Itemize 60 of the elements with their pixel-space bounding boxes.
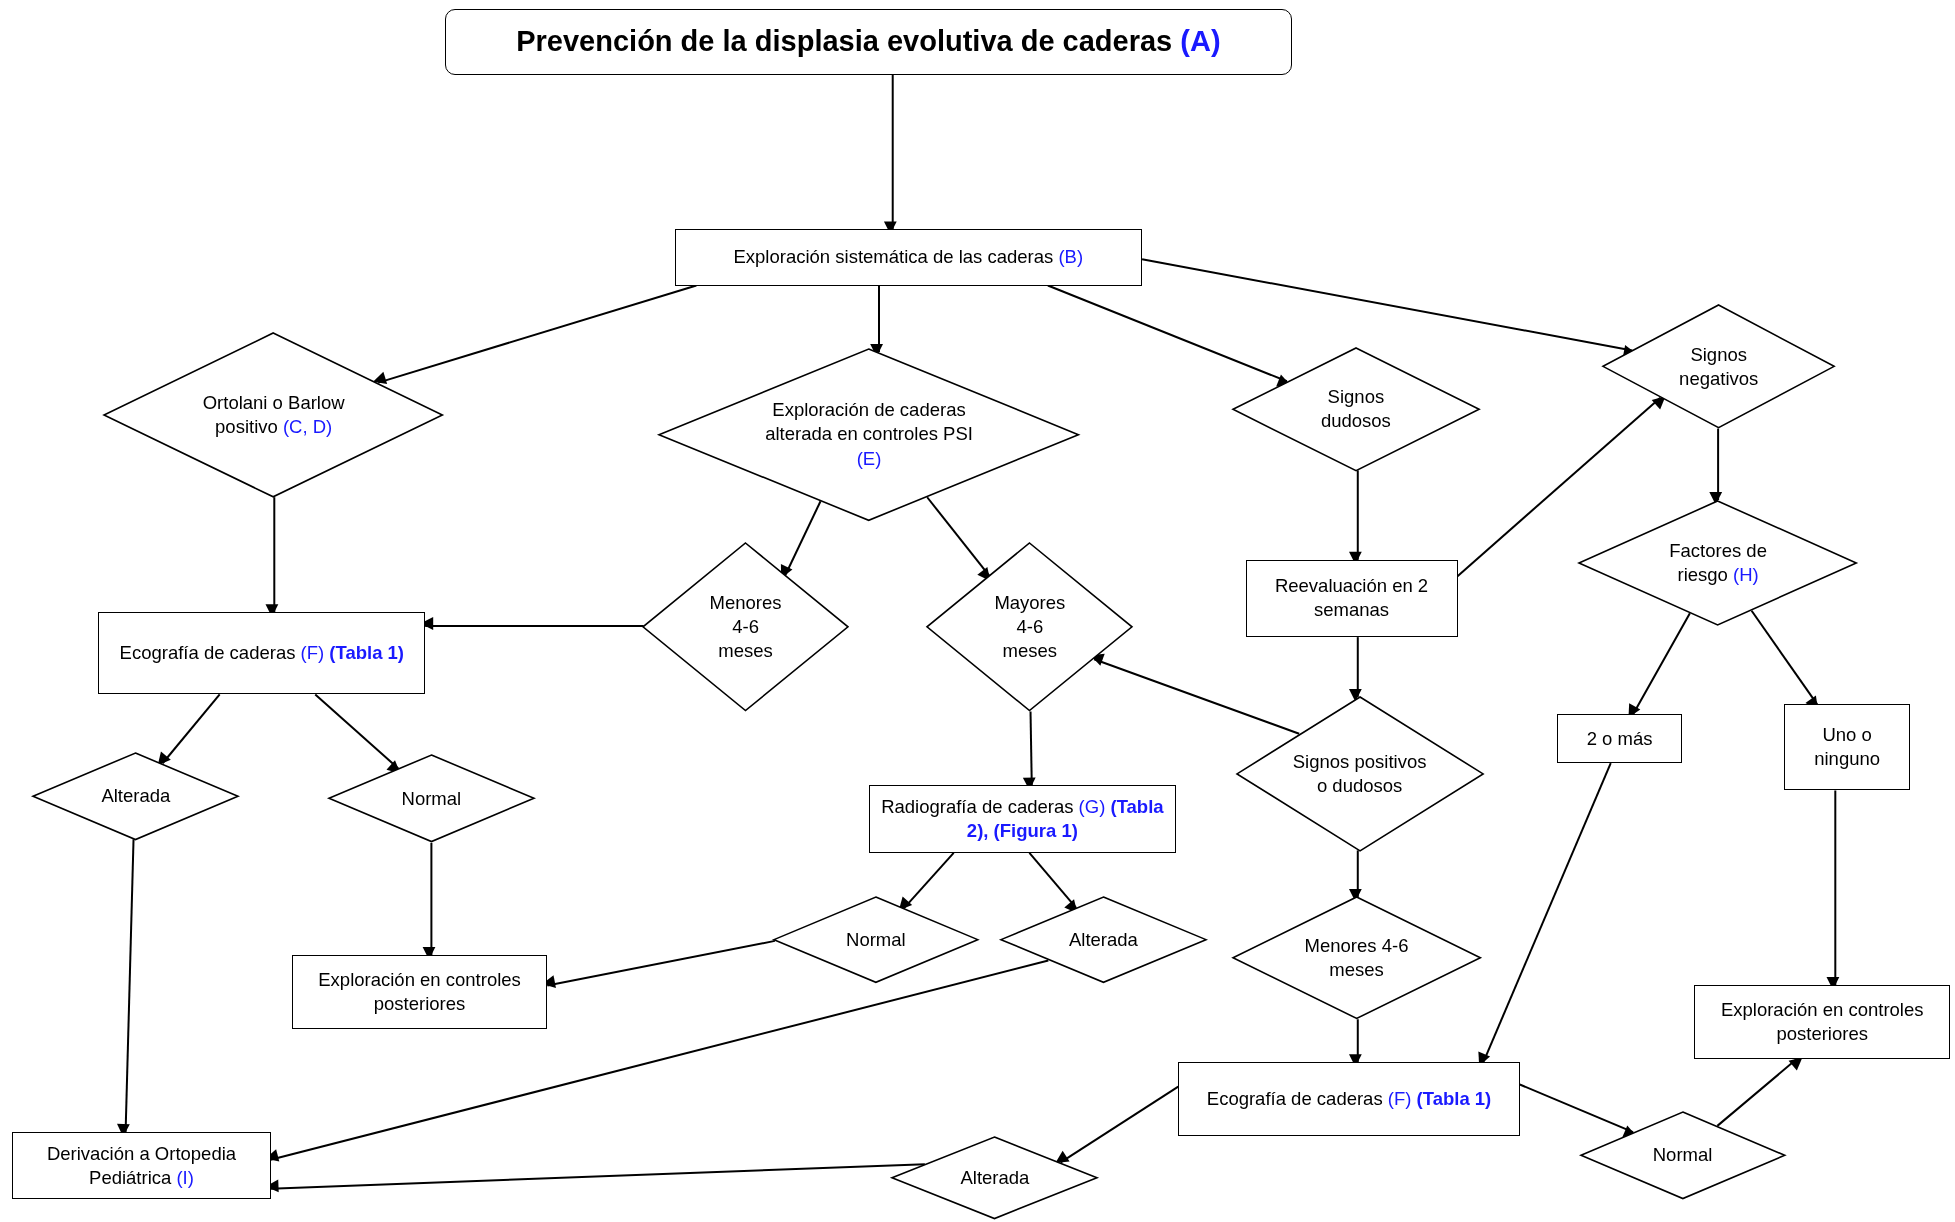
title-box [445,8,1292,75]
node-label: Ecografía de caderas (F) (Tabla 1) [1205,1087,1493,1112]
arrow [1055,1085,1180,1164]
node-label: Normal [1651,1143,1714,1168]
node-label: Radiografía de caderas (G) (Tabla 2), (Figura 1) [880,795,1165,844]
arrow [926,496,991,581]
node-label: Ecografía de caderas (F) (Tabla 1) [118,641,406,666]
node-label: Normal [400,786,463,811]
node-label: Uno o ninguno [1813,723,1882,772]
process-box [1245,559,1458,638]
decision-diamond [891,1135,1099,1220]
node-label: Ortolani o Barlow positivo (C, D) [201,390,346,439]
decision-diamond [926,542,1134,712]
node-label: 2 o más [1585,726,1654,751]
decision-diamond [1231,896,1482,1020]
node-label: Alterada [959,1165,1031,1190]
arrow [1456,396,1666,578]
decision-diamond [1579,1110,1786,1200]
node-label: Signos dudosos [1319,384,1392,433]
node-label: Menores 4-6 meses [708,591,783,664]
node-label: Factores de riesgo (H) [1668,538,1768,587]
node-label: Normal [845,928,907,953]
decision-diamond [773,896,979,984]
decision-diamond [642,542,850,712]
process-box [1178,1062,1520,1136]
process-box [869,785,1176,853]
node-label: Exploración en controles posteriores [1719,997,1925,1046]
decision-diamond [32,751,240,841]
decision-diamond [1602,304,1836,429]
arrow [314,693,401,774]
node-label: Prevención de la displasia evolutiva de caderas (A) [515,23,1222,59]
decision-diamond [327,754,535,843]
decision-diamond [1235,695,1484,852]
node-label: Alterada [1067,928,1139,953]
node-label: Derivación a Ortopedia Pediátrica (I) [45,1141,238,1190]
process-box [1784,704,1911,791]
process-box [98,612,426,695]
process-box [1557,714,1682,764]
arrow [157,693,221,766]
node-label: Exploración de caderas alterada en controles PSI (E) [764,398,974,471]
decision-diamond [1231,346,1480,472]
node-label: Alterada [100,784,172,809]
process-box [674,229,1143,286]
arrow [1716,1057,1803,1127]
process-box [12,1132,271,1200]
process-box [1694,984,1950,1059]
decision-diamond [658,347,1080,522]
decision-diamond [999,896,1207,984]
process-box [291,955,548,1029]
node-label: Menores 4-6 meses [1303,934,1410,983]
node-label: Reevaluación en 2 semanas [1273,574,1430,623]
node-label: Signos negativos [1678,342,1760,391]
arrow [898,851,955,911]
node-label: Mayores 4-6 meses [993,591,1067,664]
decision-diamond [1578,499,1858,626]
decision-diamond [103,331,444,498]
node-label: Exploración sistemática de las caderas (B) [732,245,1085,270]
node-label: Signos positivos o dudosos [1291,749,1428,798]
arrow [373,284,698,385]
node-label: Exploración en controles posteriores [317,967,522,1016]
